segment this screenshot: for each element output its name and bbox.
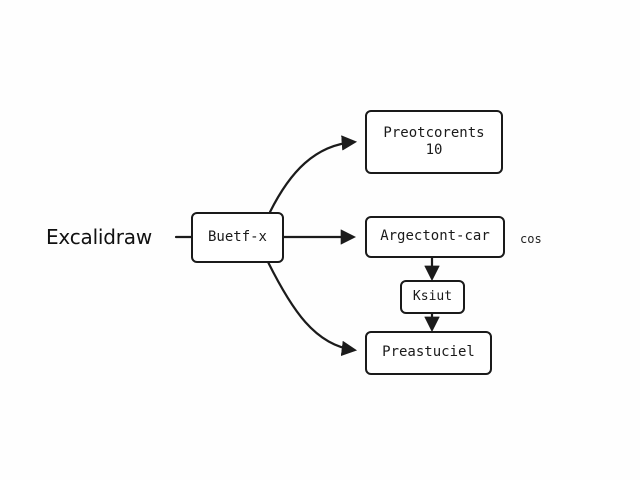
arrow-to-bottom[interactable] xyxy=(266,260,358,357)
node-middle-label: Argectont-car xyxy=(380,228,490,245)
node-middle[interactable]: Argectont-car xyxy=(365,216,505,258)
node-source-label: Buetf-x xyxy=(207,228,267,245)
node-top-label: Preotcorents xyxy=(383,124,485,141)
node-top-sublabel: 10 xyxy=(425,142,443,158)
arrow-to-top[interactable] xyxy=(268,135,358,214)
node-bottom-label: Preastuciel xyxy=(382,344,475,361)
node-top[interactable]: Preotcorents 10 xyxy=(365,110,503,174)
node-bottom[interactable]: Preastuciel xyxy=(365,331,492,375)
annotation-text: cos xyxy=(520,232,542,246)
node-source[interactable]: Buetf-x xyxy=(191,212,284,263)
node-small-label: Ksiut xyxy=(412,288,453,304)
diagram-title: Excalidraw xyxy=(46,225,153,249)
node-small[interactable]: Ksiut xyxy=(400,280,465,314)
